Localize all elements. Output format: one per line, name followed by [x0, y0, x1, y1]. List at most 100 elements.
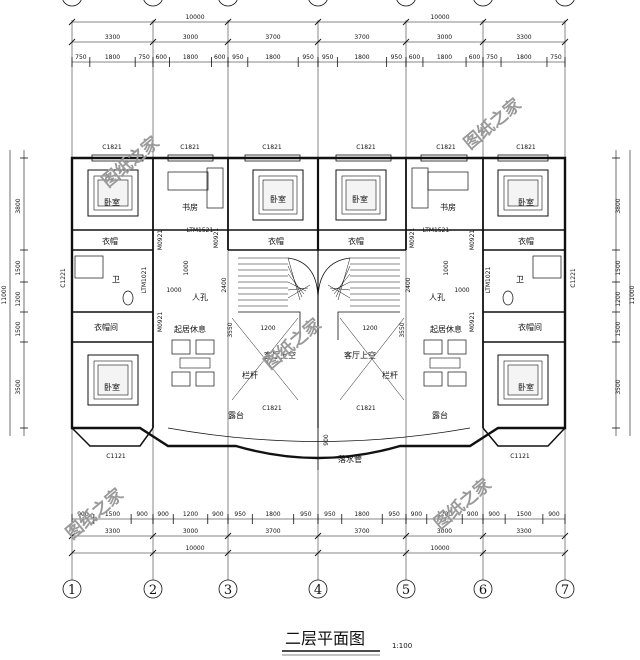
axis-bubble	[62, 579, 82, 599]
dim-text-detail: 600	[156, 54, 168, 61]
bed	[87, 354, 139, 406]
dim-text-right: 1500	[615, 260, 622, 275]
window-code: C1221	[570, 268, 577, 288]
bathtub	[532, 255, 562, 279]
sofa	[171, 371, 191, 387]
watermark: 图纸之家	[260, 314, 326, 374]
dim-text-detail: 900	[77, 511, 89, 518]
dim-text-left: 1200	[15, 291, 22, 306]
minor-dim: 900	[323, 434, 330, 446]
sofa	[195, 371, 215, 387]
dim-text-right: 1200	[615, 291, 622, 306]
dim-text-bay: 3300	[516, 528, 531, 535]
bed-mattress	[503, 175, 543, 211]
window-code: C1221	[60, 268, 67, 288]
room-label-closet: 衣帽	[348, 236, 364, 246]
bathtub	[74, 255, 104, 279]
dim-text-detail: 1800	[437, 54, 452, 61]
dim-text-detail: 950	[232, 54, 244, 61]
axis-label: 7	[561, 583, 569, 598]
bed-mattress	[93, 360, 133, 400]
window-code: C1121	[106, 453, 126, 460]
stair-winder	[287, 273, 305, 295]
dim-text-detail: 950	[388, 511, 400, 518]
dim-text-detail: 950	[391, 54, 403, 61]
room-label-closet: 衣帽	[518, 236, 534, 246]
minor-dim: 3550	[227, 322, 234, 337]
dim-text-bay: 3700	[265, 34, 280, 41]
room-label-downpipe: 落水管	[338, 454, 362, 464]
axis-bubble-top	[555, 0, 575, 7]
void-diagonal	[231, 317, 299, 401]
dim-text-detail: 950	[234, 511, 246, 518]
room-label-closet: 衣帽	[268, 236, 284, 246]
window-code: C1821	[356, 405, 376, 412]
room-label-bedroom: 卧室	[352, 194, 368, 204]
dim-text-detail: 1500	[105, 511, 120, 518]
sofa	[423, 339, 443, 355]
bed-mattress	[258, 175, 298, 215]
sofa	[423, 371, 443, 387]
bed-sheet	[97, 364, 129, 396]
minor-dim: 3550	[399, 322, 406, 337]
window-code: C1821	[356, 144, 376, 151]
bay-window	[482, 427, 566, 447]
axis-label: 1	[68, 583, 76, 598]
door-code: M0921	[157, 312, 164, 333]
dim-text-detail: 1800	[354, 511, 369, 518]
room-label-lounge: 起居休息	[174, 324, 206, 334]
bed-mattress	[341, 175, 381, 215]
dim-text-right: 1500	[615, 321, 622, 336]
desk	[427, 171, 469, 191]
bed-sheet	[345, 179, 377, 211]
bed-sheet	[507, 364, 539, 396]
minor-dim: 1000	[454, 287, 469, 294]
axis-bubble-top	[62, 0, 82, 7]
dim-text-detail: 950	[324, 511, 336, 518]
dim-text-right: 3500	[615, 379, 622, 394]
room-label-hatch: 人孔	[429, 293, 445, 302]
dim-text-left: 1500	[15, 321, 22, 336]
dim-text-total: 10000	[185, 14, 204, 21]
axis-label: 2	[149, 583, 157, 598]
axis-bubble-top	[473, 0, 493, 7]
window-code: C1821	[436, 144, 456, 151]
stair-winder	[333, 273, 351, 295]
bed-mattress	[503, 360, 543, 400]
axis-bubble-top	[143, 0, 163, 7]
minor-dim: 1000	[443, 260, 450, 275]
axis-bubble	[396, 579, 416, 599]
dim-text-detail: 1200	[183, 511, 198, 518]
axis-grid	[62, 0, 575, 599]
bed-sheet	[97, 179, 129, 207]
door-code: LTM1021	[485, 267, 492, 294]
door-code: LTM1521	[187, 227, 214, 234]
dim-text-bay: 3300	[105, 34, 120, 41]
room-label-bedroom: 卧室	[270, 194, 286, 204]
door-code: M0921	[213, 228, 220, 249]
room-label-terrace: 露台	[228, 410, 244, 420]
room-label-void: 客厅上空	[264, 350, 296, 360]
void-diagonal	[339, 317, 405, 401]
dim-text-left: 1500	[15, 260, 22, 275]
toilet	[122, 290, 134, 306]
dim-text-bay: 3000	[183, 528, 198, 535]
axis-bubble	[308, 579, 328, 599]
dim-text-bay: 3000	[437, 528, 452, 535]
sofa	[447, 371, 467, 387]
minor-dim: 1000	[183, 260, 190, 275]
door-code: M0921	[469, 312, 476, 333]
dim-text-detail: 1800	[183, 54, 198, 61]
room-label-void: 客厅上空	[344, 350, 376, 360]
dim-text-right: 3800	[615, 198, 622, 213]
stair-curve	[287, 257, 351, 301]
dim-text-detail: 750	[550, 54, 562, 61]
bed	[252, 169, 304, 221]
dim-text-detail: 600	[409, 54, 421, 61]
shelf	[206, 167, 224, 209]
drawing-scale: 1:100	[392, 642, 412, 650]
axis-bubble-top	[396, 0, 416, 7]
toilet	[502, 290, 514, 306]
dim-text-bay: 3000	[437, 34, 452, 41]
axis-bubble-top	[308, 0, 328, 7]
